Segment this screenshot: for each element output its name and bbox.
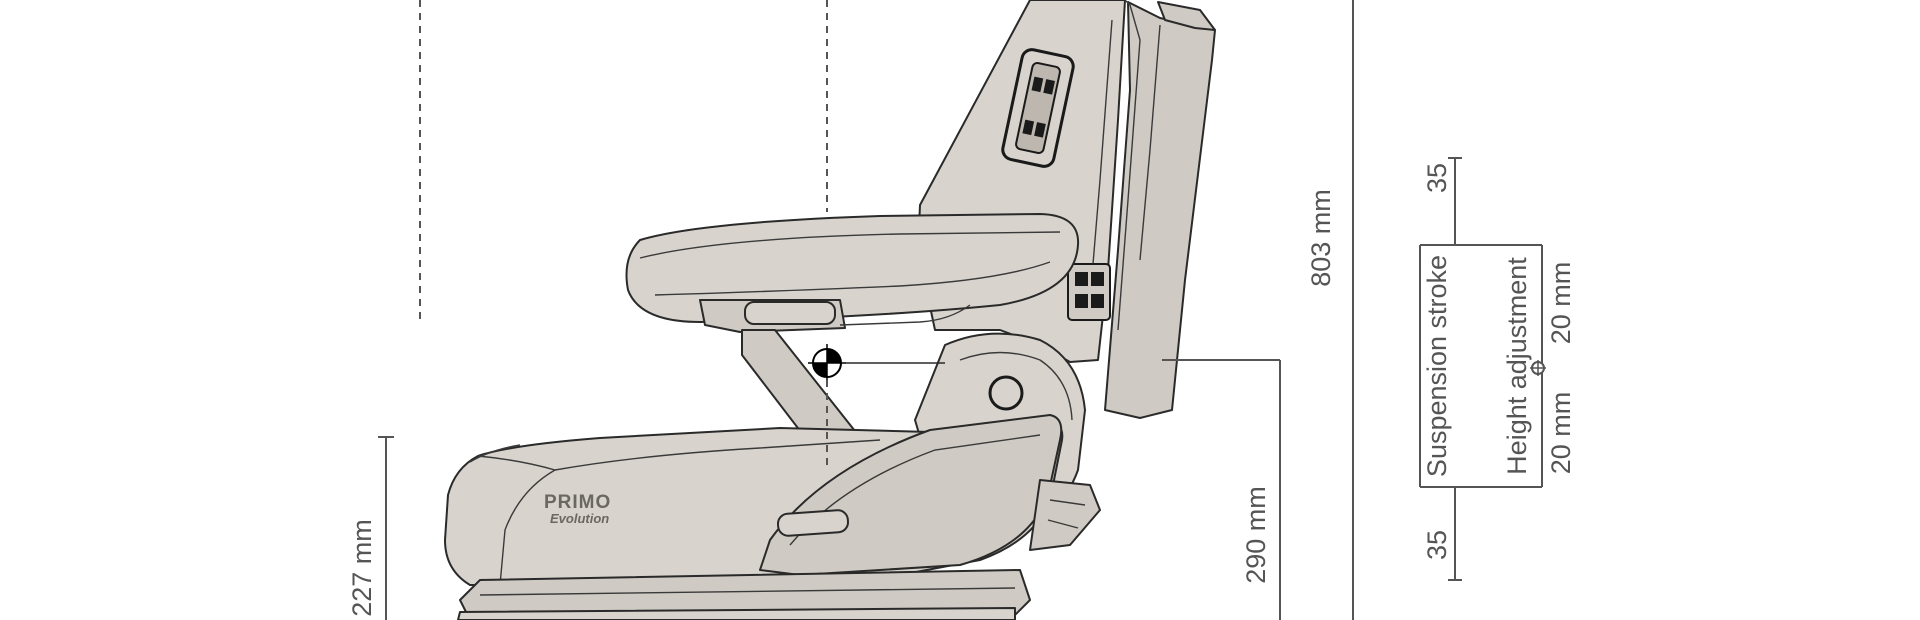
backrest-seam-line (1089, 19, 1113, 301)
brand-logo: PRIMO (544, 492, 611, 513)
seat-illustration: PRIMO Evolution (444, 0, 1216, 620)
recline-knob-icon (988, 375, 1024, 411)
linkage-detail-lines (1047, 499, 1086, 529)
dimension-labels: 803 mm 290 mm 227 mm 35 35 Suspension st… (347, 163, 1576, 617)
side-switch-panel (1067, 263, 1111, 321)
height-adjust-up-value: 20 mm (1546, 262, 1576, 345)
backrest-top-bracket (1157, 1, 1216, 31)
armrest (625, 213, 1080, 323)
base-height-label: 227 mm (347, 519, 377, 617)
housing-contour-line (959, 351, 1073, 421)
overall-height-label: 803 mm (1306, 189, 1336, 287)
armrest-seam-line (639, 231, 1061, 259)
reference-dashed-lines (419, 0, 828, 322)
base-rail (457, 607, 1016, 620)
seat-side-cover (759, 414, 1063, 576)
backrest-edge-line (1117, 0, 1141, 331)
suspension-base (459, 569, 1031, 620)
stroke-bottom-value: 35 (1422, 530, 1452, 560)
armrest-mount-line (839, 304, 971, 326)
backrest-rear-seam (1139, 24, 1161, 261)
center-of-gravity-marker-icon (808, 344, 846, 382)
height-adjustment-label: Height adjustment (1502, 257, 1532, 475)
armrest-lower-seam (654, 261, 1051, 296)
suspension-stroke-label: Suspension stroke (1422, 255, 1452, 477)
base-rail-line (479, 587, 1016, 596)
armrest-adjust-handle (744, 301, 836, 325)
seat-release-handle (776, 509, 850, 537)
height-adjust-down-value: 20 mm (1546, 392, 1576, 475)
lumbar-control-panel (1001, 48, 1075, 168)
stroke-top-value: 35 (1422, 163, 1452, 193)
dimension-lines (378, 0, 1546, 620)
model-logo: Evolution (550, 511, 609, 526)
rear-suspension-linkage (1029, 479, 1101, 551)
cushion-top-seam (554, 439, 881, 471)
cushion-front-edge (469, 444, 521, 463)
cushion-front-bolster-line (477, 455, 557, 586)
seat-reference-height-label: 290 mm (1241, 486, 1271, 584)
